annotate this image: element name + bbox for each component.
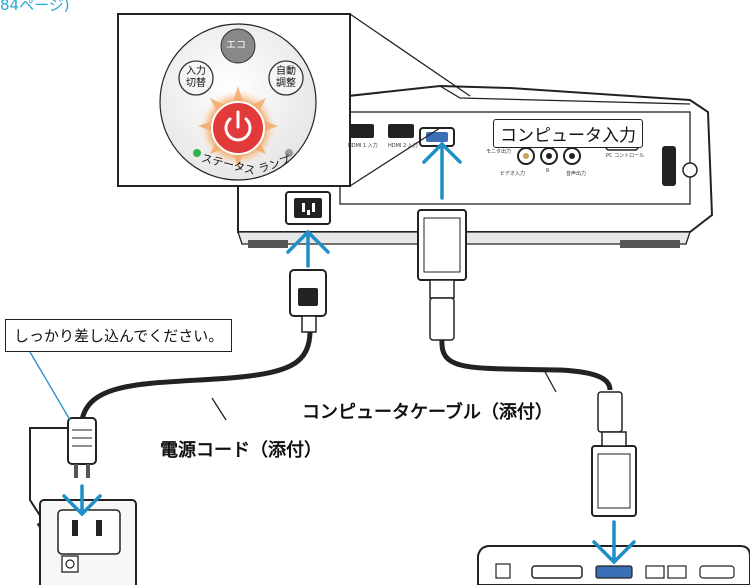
page-reference-link[interactable]: 84ページ)	[0, 0, 70, 14]
computer-cable-label: コンピュータケーブル（添付）	[302, 402, 553, 423]
input-label-line1: 入力	[186, 66, 206, 77]
hdmi1-port	[348, 124, 374, 138]
hdmi2-port	[388, 124, 414, 138]
eco-label: エコ	[226, 40, 246, 51]
power-icon	[224, 117, 252, 142]
plug-instruction-callout: しっかり差し込んでください。	[5, 319, 233, 352]
pc-control-port-label: PC コントロール	[606, 153, 645, 159]
input-button[interactable]	[178, 60, 214, 96]
computer-input-label: コンピュータ入力	[493, 119, 643, 148]
auto-adjust-label: 自動 調整	[276, 66, 296, 90]
arrow-laptop-vga	[592, 520, 636, 565]
ground-screw-icon	[65, 559, 75, 569]
leader-computer-cable	[543, 369, 557, 393]
r-port-label: R	[546, 168, 550, 174]
power-cord-label: 電源コード（添付）	[160, 440, 322, 461]
auto-adjust-label-line2: 調整	[276, 78, 296, 89]
wall-outlet	[39, 499, 137, 585]
control-panel-zoom	[117, 13, 471, 187]
video-port-label: ビデオ入力	[500, 171, 526, 177]
input-label-line2: 切替	[186, 78, 206, 89]
hdmi2-port-label: HDMI 2 入力	[388, 143, 418, 149]
power-cord	[29, 269, 327, 541]
input-label: 入力 切替	[186, 66, 206, 90]
auto-adjust-label-line1: 自動	[276, 66, 296, 77]
monitor-port-label: モニタ出力	[486, 149, 512, 155]
leader-instruction	[29, 351, 71, 421]
laptop-vga-port	[595, 565, 633, 579]
leader-power-cord	[211, 397, 227, 421]
arrow-wall-outlet	[62, 484, 102, 517]
arrow-projector-power	[286, 229, 330, 268]
audio-port-label: 音声出力	[566, 171, 587, 177]
auto-adjust-button[interactable]	[268, 60, 304, 96]
wall-plug	[67, 417, 97, 478]
computer-cable	[417, 209, 637, 517]
lamp-led	[285, 149, 293, 157]
arrow-projector-vga	[422, 141, 462, 200]
status-led	[193, 149, 201, 157]
hdmi1-port-label: HDMI 1 入力	[348, 143, 378, 149]
eco-button[interactable]	[220, 28, 256, 64]
